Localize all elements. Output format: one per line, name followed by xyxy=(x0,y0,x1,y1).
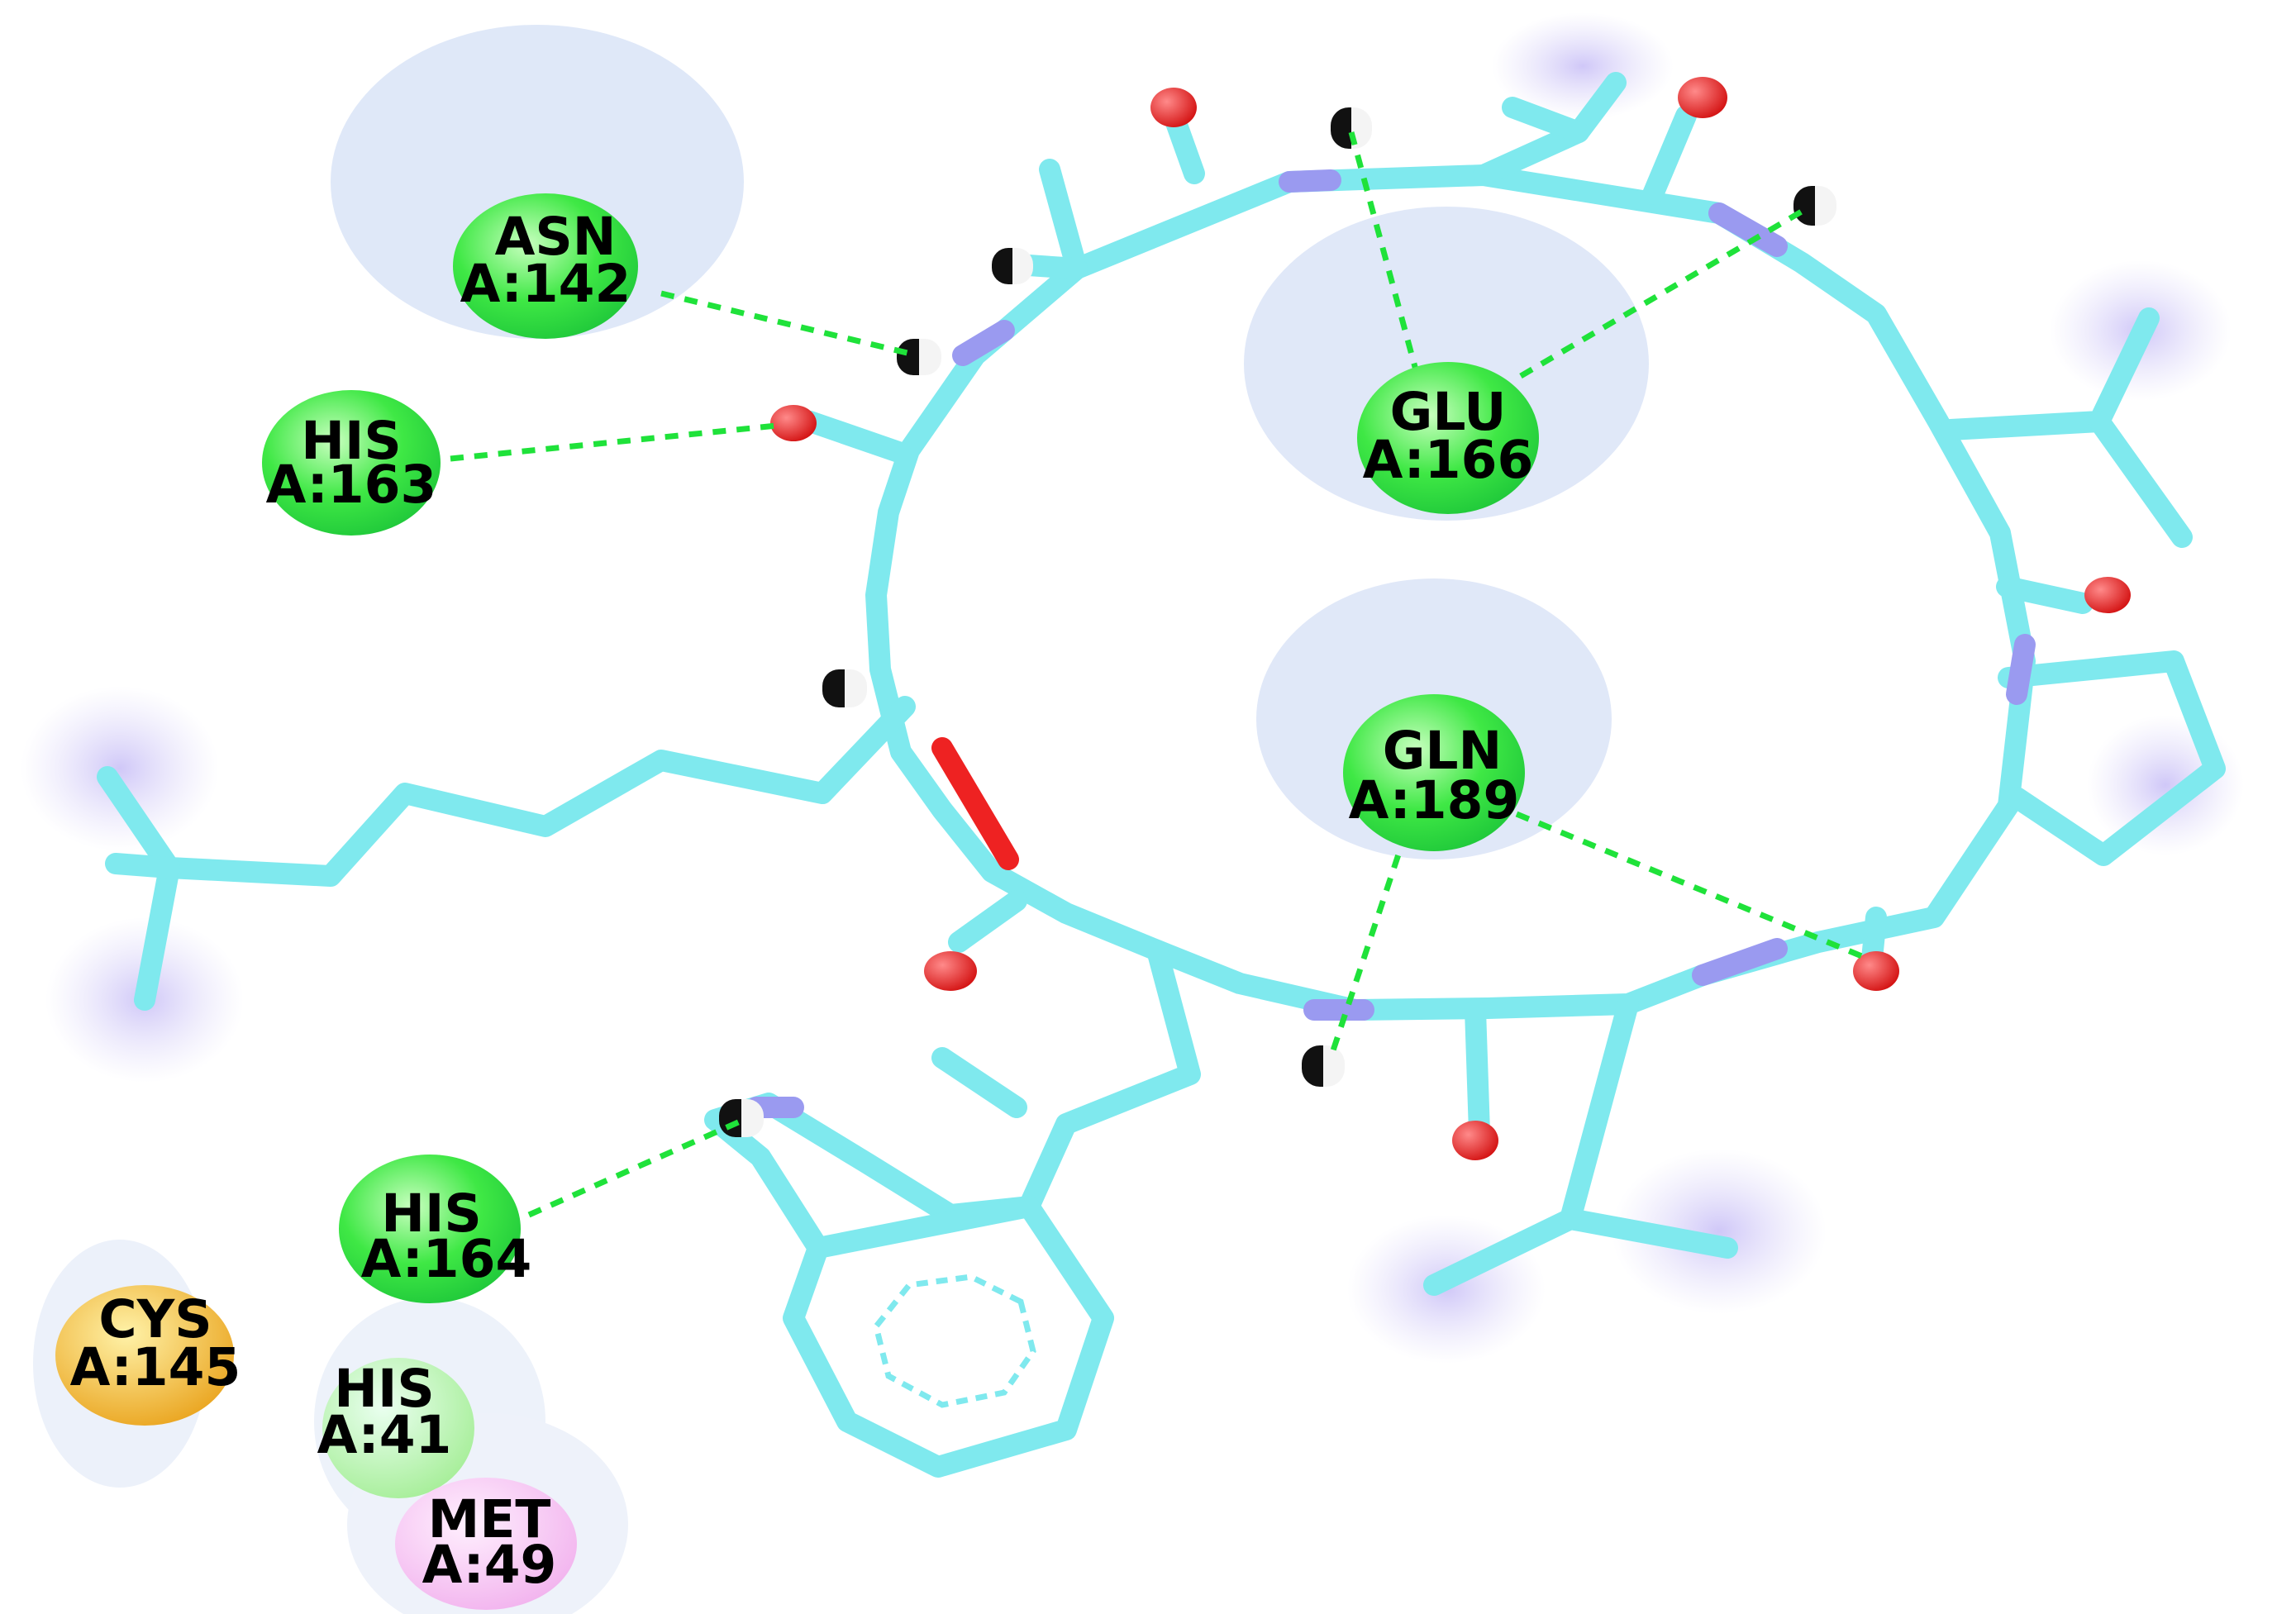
svg-text:ASN: ASN xyxy=(495,207,617,267)
nitrogen-atoms xyxy=(745,169,2036,1118)
svg-text:GLU: GLU xyxy=(1390,382,1507,442)
residue-his164: HIS A:164 xyxy=(339,1155,531,1303)
svg-text:A:142: A:142 xyxy=(460,254,631,314)
oxygen-atoms xyxy=(770,77,2131,1160)
svg-text:A:41: A:41 xyxy=(317,1405,452,1465)
residue-cys145: CYS A:145 xyxy=(55,1285,241,1426)
svg-text:A:164: A:164 xyxy=(361,1229,532,1289)
residue-glu166: GLU A:166 xyxy=(1357,362,1539,514)
residue-asn142: ASN A:142 xyxy=(453,193,638,339)
svg-text:A:49: A:49 xyxy=(422,1535,557,1595)
svg-text:HIS: HIS xyxy=(301,411,402,471)
svg-text:CYS: CYS xyxy=(98,1289,212,1350)
svg-text:HIS: HIS xyxy=(381,1183,482,1244)
svg-text:A:189: A:189 xyxy=(1349,770,1520,831)
svg-text:GLN: GLN xyxy=(1383,721,1503,781)
benzene-ring xyxy=(783,1196,1114,1478)
svg-text:MET: MET xyxy=(428,1489,551,1550)
residue-met49: MET A:49 xyxy=(395,1478,577,1610)
svg-text:A:163: A:163 xyxy=(266,455,437,515)
svg-text:HIS: HIS xyxy=(334,1359,435,1419)
residue-his163: HIS A:163 xyxy=(262,390,441,536)
residue-gln189: GLN A:189 xyxy=(1343,694,1525,851)
residue-his41: HIS A:41 xyxy=(317,1358,474,1498)
svg-text:A:166: A:166 xyxy=(1363,430,1534,490)
hydrogen-atoms xyxy=(719,107,1836,1137)
svg-text:A:145: A:145 xyxy=(70,1337,241,1397)
hydrogen-bonds xyxy=(450,131,1870,1218)
